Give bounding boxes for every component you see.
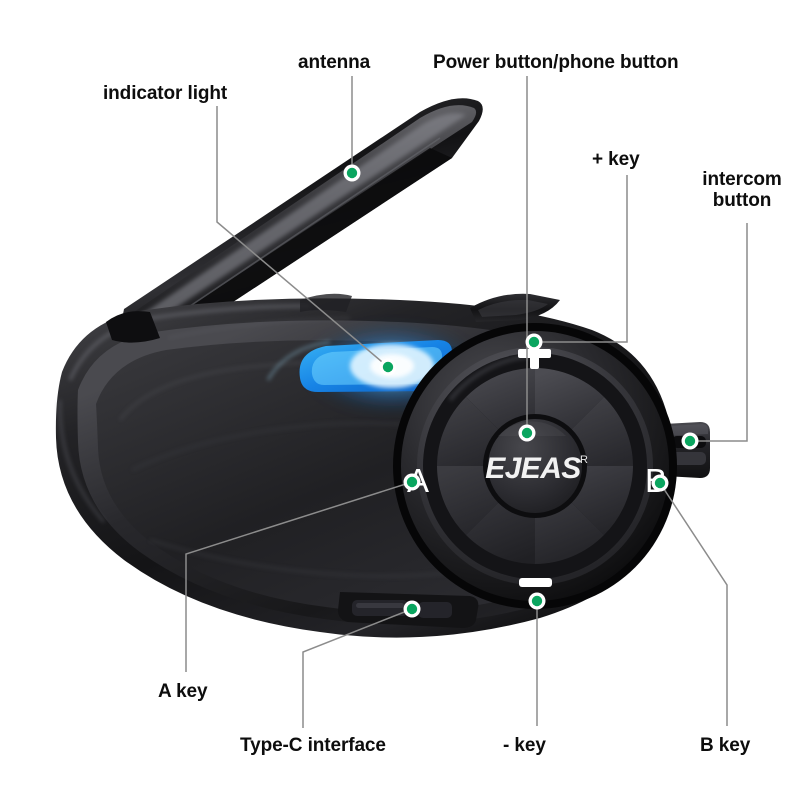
callout-label-indicator-light: indicator light — [103, 83, 228, 104]
brand-registered-mark: R — [580, 454, 588, 466]
marker-dot-minus-key[interactable] — [531, 595, 543, 607]
callout-label-b-key: B key — [700, 735, 751, 756]
callout-intercom-button — [681, 223, 748, 450]
callout-a-key — [185, 473, 421, 672]
leader-line-intercom-button — [690, 223, 748, 442]
callout-label-power-phone-button: Power button/phone button — [433, 52, 679, 73]
marker-dot-a-key[interactable] — [406, 476, 418, 488]
callout-label-a-key: A key — [158, 681, 208, 702]
callout-minus-key — [528, 592, 546, 726]
marker-dot-b-key[interactable] — [654, 477, 666, 489]
power-phone-button-hub[interactable] — [488, 419, 582, 513]
leader-line-indicator-light — [216, 106, 389, 368]
indicator-light-lens — [266, 326, 478, 410]
callout-type-c-interface — [302, 600, 421, 728]
callout-indicator-light — [216, 106, 397, 376]
top-clip — [470, 293, 560, 322]
minus-key-glyph — [519, 578, 552, 587]
callout-label-intercom-button: intercom button — [702, 169, 782, 211]
callout-label-type-c-interface: Type-C interface — [240, 735, 386, 756]
leader-line-type-c-interface — [302, 608, 413, 728]
leader-line-b-key — [659, 482, 728, 726]
callout-label-plus-key: + key — [592, 149, 640, 170]
marker-dot-plus-key[interactable] — [528, 336, 540, 348]
marker-dot-intercom-button[interactable] — [684, 435, 696, 447]
marker-dot-power-phone-button[interactable] — [521, 427, 533, 439]
marker-dot-indicator-light[interactable] — [382, 361, 394, 373]
callout-antenna — [343, 76, 361, 182]
antenna-arm — [118, 98, 483, 355]
control-dial[interactable]: A B EJEAS R — [393, 323, 677, 609]
brand-wordmark: EJEAS — [485, 452, 581, 485]
callout-label-minus-key: - key — [503, 735, 546, 756]
callout-label-antenna: antenna — [298, 52, 371, 73]
callout-b-key — [651, 474, 728, 726]
callout-plus-key — [525, 175, 628, 351]
callout-power-phone-button — [518, 76, 536, 442]
leader-line-plus-key — [534, 175, 628, 343]
marker-dot-antenna[interactable] — [346, 167, 358, 179]
marker-dot-type-c-interface[interactable] — [406, 603, 418, 615]
leader-line-a-key — [185, 481, 413, 672]
